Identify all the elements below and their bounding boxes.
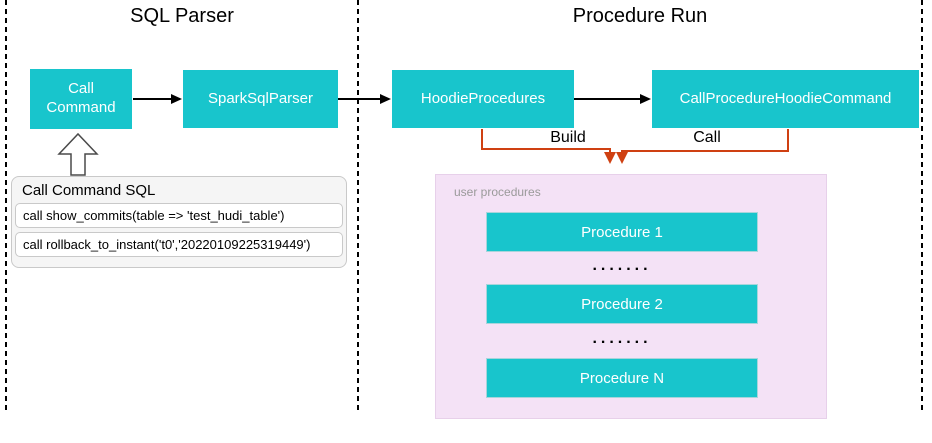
sql-row-show-commits: call show_commits(table => 'test_hudi_ta… — [15, 203, 343, 228]
procedures-ellipsis-2: ....... — [592, 330, 652, 347]
node-call-procedure-hoodie-command: CallProcedureHoodieCommand — [652, 70, 919, 128]
sql-row-rollback-to-instant: call rollback_to_instant('t0','202201092… — [15, 232, 343, 257]
call-command-sql-table: Call Command SQL call show_commits(table… — [11, 176, 347, 268]
dashed-border-right — [921, 0, 923, 412]
node-spark-sql-parser: SparkSqlParser — [183, 70, 338, 128]
user-procedures-container: user procedures Procedure 1 ....... Proc… — [435, 174, 827, 419]
user-procedures-label: user procedures — [454, 185, 541, 199]
node-procedure-2: Procedure 2 — [486, 284, 758, 324]
dashed-border-left — [5, 0, 7, 412]
node-call-command: Call Command — [30, 69, 132, 129]
node-hoodie-procedures: HoodieProcedures — [392, 70, 574, 128]
section-title-sql-parser: SQL Parser — [130, 5, 234, 27]
node-procedure-1: Procedure 1 — [486, 212, 758, 252]
hollow-up-arrow — [57, 132, 99, 176]
section-title-procedure-run: Procedure Run — [572, 5, 708, 27]
sql-table-header: Call Command SQL — [22, 182, 156, 199]
procedures-ellipsis-1: ....... — [592, 257, 652, 274]
edge-label-build: Build — [550, 129, 586, 146]
edge-label-call: Call — [693, 129, 721, 146]
node-procedure-n: Procedure N — [486, 358, 758, 398]
dashed-border-middle — [357, 0, 359, 412]
